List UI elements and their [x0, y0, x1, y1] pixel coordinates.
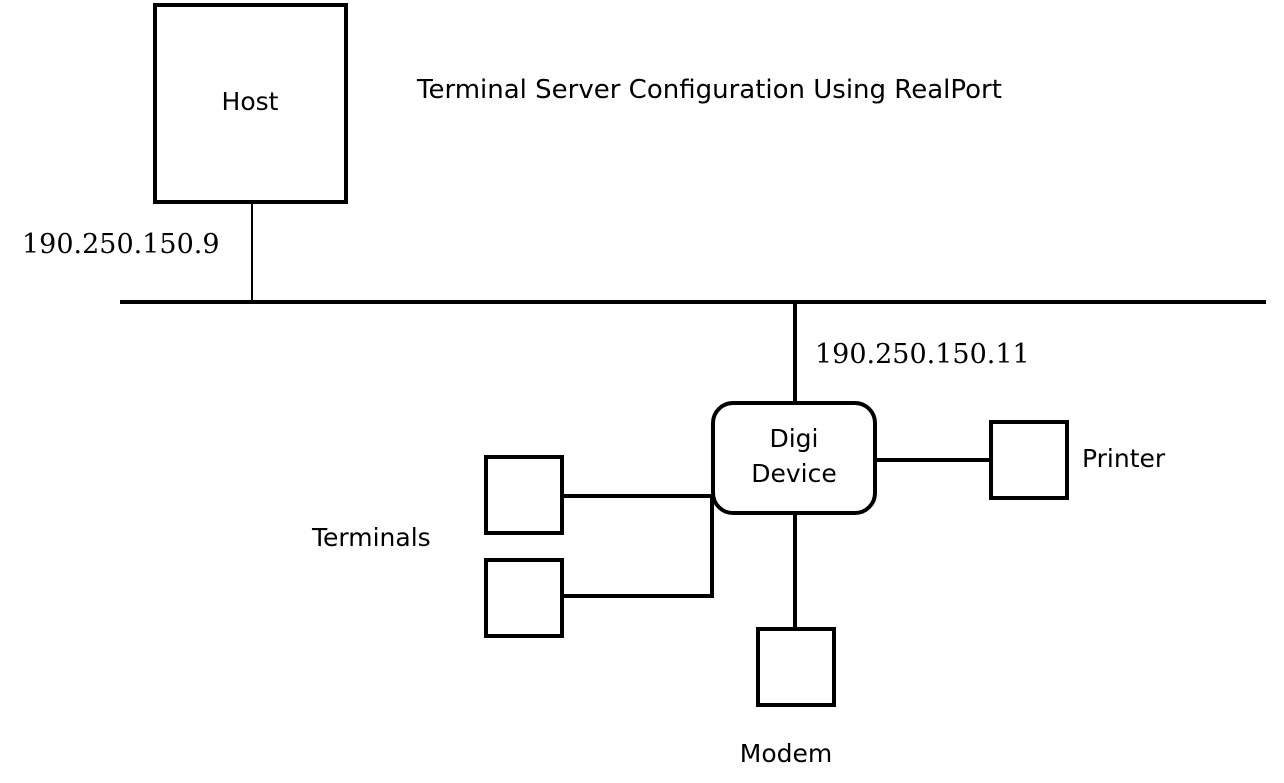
host-box	[153, 3, 348, 204]
digi-device-box	[711, 401, 877, 515]
terminal-box-2	[484, 558, 564, 638]
page-title: Terminal Server Configuration Using Real…	[416, 75, 1002, 105]
terminal-box-1	[484, 455, 564, 535]
digi-ip-label: 190.250.150.11	[815, 339, 1030, 370]
modem-box	[756, 627, 836, 707]
printer-box	[989, 420, 1069, 500]
digi-device-label-line2: Device	[751, 459, 837, 488]
modem-label: Modem	[740, 739, 832, 768]
digi-device-label-line1: Digi	[769, 424, 818, 453]
host-ip-label: 190.250.150.9	[22, 229, 220, 260]
printer-label: Printer	[1082, 444, 1166, 473]
terminals-label: Terminals	[311, 523, 431, 552]
host-label: Host	[222, 87, 279, 116]
